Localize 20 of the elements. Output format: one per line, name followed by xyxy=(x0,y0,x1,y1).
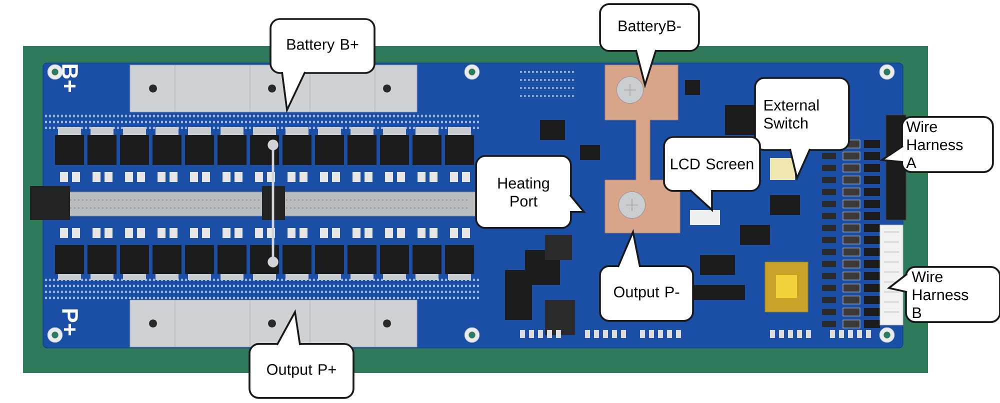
callout-bubble: Wire Harness B xyxy=(905,266,1000,323)
callout-bubble: Wire Harness A xyxy=(901,116,994,173)
callout-pointer xyxy=(879,145,904,163)
callout-bubble: Output P- xyxy=(599,265,694,322)
callout-pointer xyxy=(789,148,811,181)
callout-bubble: LCD Screen xyxy=(663,136,761,192)
callout-bubble: External Switch xyxy=(754,77,850,151)
callout-pointer xyxy=(569,194,586,213)
callout-pointer xyxy=(689,189,713,212)
callout-bubble: Battery B+ xyxy=(270,18,376,74)
callout-pointer xyxy=(886,273,908,293)
callout-bubble: BatteryB- xyxy=(599,3,700,52)
callout-pointer xyxy=(635,49,657,88)
callout-pointer xyxy=(281,71,306,114)
callout-pointer xyxy=(617,228,641,268)
callout-bubble: Heating Port xyxy=(475,155,572,229)
callout-bubble: Output P+ xyxy=(248,343,354,399)
board-marking: P+ xyxy=(62,309,78,336)
callout-pointer xyxy=(276,309,301,346)
board-marking: B+ xyxy=(62,64,78,92)
